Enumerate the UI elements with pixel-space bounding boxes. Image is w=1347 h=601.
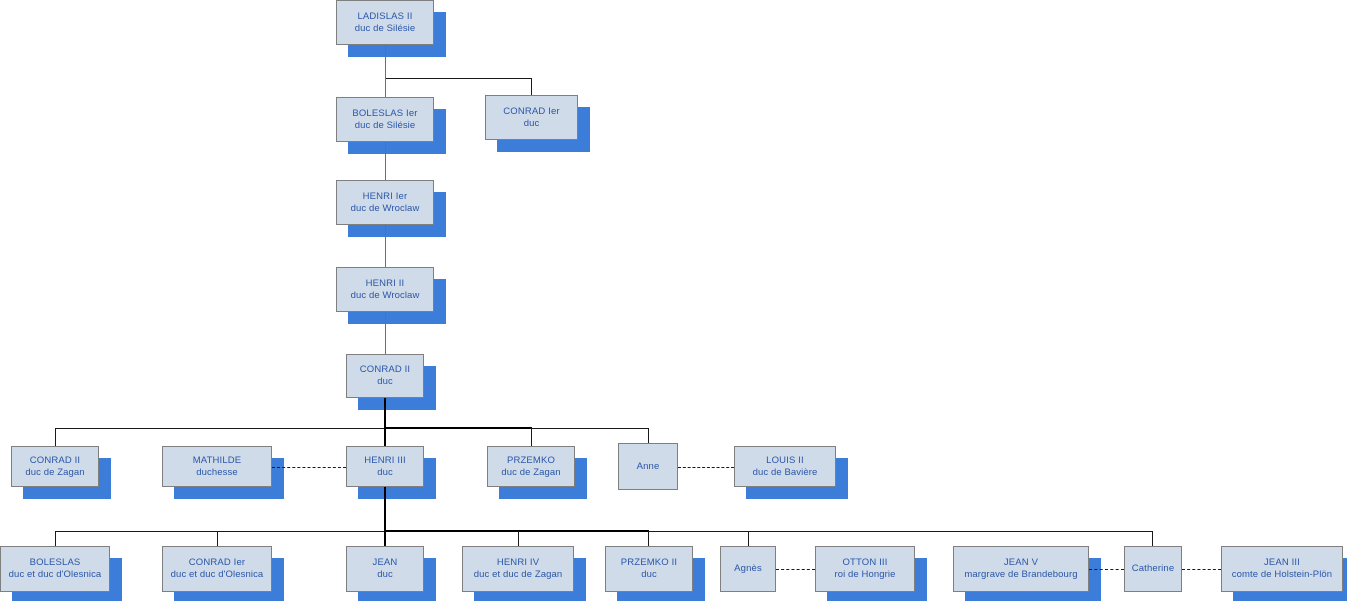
connector-bus-gen2 [385,78,532,79]
node-agnes[interactable]: Agnès [720,546,776,592]
node-subtitle: duc [377,376,393,387]
node-subtitle: duc et duc d'Olesnica [170,569,264,580]
connector-boleslas1-henri1 [385,142,386,180]
connector-henri2-conrad2 [385,312,386,354]
node-subtitle: duc et duc d'Olesnica [8,569,102,580]
node-title: Agnès [734,563,762,575]
node-subtitle: roi de Hongrie [834,569,896,580]
marriage-link-mathilde-henri3 [272,467,346,468]
node-title: HENRI III [364,454,406,466]
connector-drop-anne [648,428,649,443]
connector-bus-gen7-centre [384,530,649,532]
connector-conrad2-down [384,398,386,429]
node-title: OTTON III [842,557,888,569]
connector-drop-boleslas1 [385,78,386,97]
node-title: BOLESLAS [29,557,81,569]
connector-drop-henri4 [518,531,519,546]
connector-bus-gen6-left [55,428,385,429]
connector-drop-przemko2 [648,531,649,546]
node-subtitle: margrave de Brandebourg [964,569,1078,580]
connector-drop-boleslas [55,531,56,546]
node-title: HENRI II [365,277,405,289]
connector-bus-gen6-right [384,427,532,429]
marriage-link-jean5-catherine [1089,569,1124,570]
connector-bus-gen6-far [530,428,648,429]
node-title: JEAN [372,557,398,569]
connector-drop-henri3 [384,428,386,446]
node-subtitle: duc [377,466,393,478]
node-title: LADISLAS II [357,10,413,22]
node-subtitle: duc de Silésie [354,22,416,34]
connector-henri3-down [384,487,386,532]
node-subtitle: duchesse [196,466,238,478]
node-title: PRZEMKO II [620,557,678,569]
node-subtitle: duc de Silésie [354,119,416,131]
marriage-link-anne-louis2 [678,467,734,468]
node-subtitle: duc et duc de Zagan [473,569,563,580]
node-title: Anne [636,460,660,472]
connector-henri1-henri2 [385,225,386,267]
node-subtitle: comte de Holstein-Plön [1231,569,1333,580]
connector-drop-przemko [531,428,532,446]
node-title: CONRAD II [359,364,411,376]
node-title: BOLESLAS Ier [352,107,418,119]
marriage-link-catherine-jean3 [1182,569,1221,570]
node-title: JEAN III [1263,557,1301,569]
node-title: LOUIS II [766,454,804,466]
node-title: HENRI IV [496,557,540,569]
connector-drop-conradIer7 [217,531,218,546]
node-subtitle: duc de Wroclaw [350,202,420,214]
node-title: CONRAD Ier [503,105,560,117]
marriage-link-agnes-otton3 [776,569,815,570]
connector-drop-agnes [748,531,749,546]
node-subtitle: duc [377,569,393,580]
node-title: PRZEMKO [506,454,556,466]
connector-drop-conrad1 [531,78,532,95]
connector-bus-gen7-right [648,531,1152,532]
connector-ladislas2-down [385,45,386,78]
node-title: CONRAD Ier [188,557,246,569]
node-subtitle: duc [523,117,540,129]
node-title: MATHILDE [192,454,242,466]
node-title: CONRAD II [29,454,81,466]
node-title: JEAN V [1003,557,1039,569]
node-subtitle: duc de Zagan [25,466,85,478]
node-subtitle: duc de Zagan [501,466,561,478]
node-subtitle: duc [641,569,657,580]
node-catherine[interactable]: Catherine [1124,546,1182,592]
node-subtitle: duc de Wroclaw [350,289,420,301]
connector-drop-jean [384,531,386,546]
node-anne[interactable]: Anne [618,443,678,490]
node-subtitle: duc de Bavière [752,466,818,478]
node-title: Catherine [1131,563,1175,575]
connector-drop-conrad2zagan [55,428,56,446]
node-title: HENRI Ier [362,190,408,202]
connector-drop-catherine [1152,531,1153,546]
connector-bus-gen7-left [55,531,384,532]
